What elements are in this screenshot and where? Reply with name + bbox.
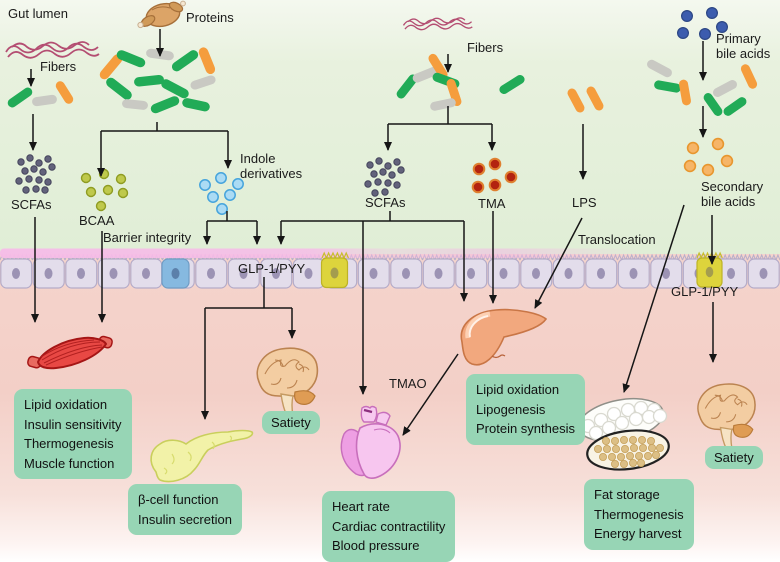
bcaa-dots <box>80 168 129 212</box>
effect-line: Lipid oxidation <box>476 382 560 397</box>
indole-derivatives-label: Indole derivatives <box>240 151 303 181</box>
glp1-pyy-right-label: GLP-1/PYY <box>671 284 739 299</box>
satiety-right-box: Satiety <box>705 446 763 469</box>
effect-line: Cardiac contractility <box>332 518 446 534</box>
tma-label: TMA <box>478 196 506 211</box>
scfas-left-label: SCFAs <box>11 197 52 212</box>
effect-line: Satiety <box>271 415 311 430</box>
liver-effects-box: Lipid oxidation Lipogenesis Protein synt… <box>466 374 585 445</box>
liver-icon <box>460 308 548 366</box>
pancreas-effects-box: β-cell function Insulin secretion <box>128 484 242 535</box>
epithelial-barrier <box>0 248 780 289</box>
effect-line: Satiety <box>714 450 754 465</box>
scfa-dots-mid <box>364 157 405 197</box>
gut-lumen-label: Gut lumen <box>8 6 68 21</box>
heart-icon <box>340 405 401 479</box>
fibers-mid-label: Fibers <box>467 40 504 55</box>
effect-line: Insulin secretion <box>138 511 232 527</box>
effect-line: Protein synthesis <box>476 421 575 436</box>
enteroendocrine-cell-right <box>696 251 723 288</box>
effect-line: Lipogenesis <box>476 401 546 417</box>
epithelial-cell-row <box>0 252 780 289</box>
indole-dots <box>199 172 244 215</box>
bcaa-label: BCAA <box>79 213 115 228</box>
fibers-left-label: Fibers <box>40 59 77 74</box>
barrier-integrity-label: Barrier integrity <box>103 230 192 245</box>
scfa-dots-left <box>15 154 56 194</box>
bacteria-cluster-proteins <box>99 47 216 114</box>
effect-line: Heart rate <box>332 499 390 514</box>
effect-line: Muscle function <box>24 455 115 471</box>
brown-adipose-icon <box>586 429 670 471</box>
glp1-pyy-left-label: GLP-1/PYY <box>238 261 306 276</box>
effect-line: Insulin sensitivity <box>24 416 122 432</box>
goblet-cell-blue <box>161 258 190 289</box>
effect-line: Fat storage <box>594 487 660 502</box>
effect-line: Lipid oxidation <box>24 397 108 412</box>
flow-arrows <box>27 29 717 436</box>
primary-bile-acid-dots <box>676 6 728 41</box>
brain-left-icon <box>256 347 319 419</box>
secondary-bile-acids-label: Secondary bile acids <box>701 179 764 209</box>
bacteria-cluster-fibers-mid <box>396 53 525 111</box>
lps-icon <box>567 86 604 113</box>
effect-line: Thermogenesis <box>594 506 684 522</box>
effect-line: Blood pressure <box>332 538 420 553</box>
secondary-bile-acid-dots <box>683 137 734 177</box>
bacteria-cluster-left <box>7 81 74 108</box>
primary-bile-acids-label: Primary bile acids <box>716 31 771 61</box>
heart-effects-box: Heart rate Cardiac contractility Blood p… <box>322 491 456 562</box>
effect-line: Energy harvest <box>594 526 682 541</box>
tma-dots <box>471 157 518 194</box>
fat-effects-box: Fat storage Thermogenesis Energy harvest <box>584 479 694 550</box>
chicken-protein-icon <box>137 0 186 29</box>
effect-line: Thermogenesis <box>24 436 114 451</box>
effect-line: β-cell function <box>138 492 219 507</box>
lps-label: LPS <box>572 195 597 210</box>
white-adipose-icon <box>577 397 668 443</box>
fiber-tangle-mid-icon <box>402 17 473 31</box>
scfas-mid-label: SCFAs <box>365 195 406 210</box>
brain-right-icon <box>697 383 756 452</box>
bacteria-cluster-bile-acids <box>647 59 758 116</box>
pancreas-icon <box>150 429 254 483</box>
muscle-icon <box>27 335 113 370</box>
proteins-label: Proteins <box>186 10 234 25</box>
fiber-tangle-left-icon <box>5 41 100 59</box>
translocation-label: Translocation <box>578 232 656 247</box>
satiety-left-box: Satiety <box>262 411 320 434</box>
muscle-effects-box: Lipid oxidation Insulin sensitivity Ther… <box>14 389 132 479</box>
enteroendocrine-cell-left <box>320 251 349 289</box>
tmao-label: TMAO <box>389 376 427 391</box>
